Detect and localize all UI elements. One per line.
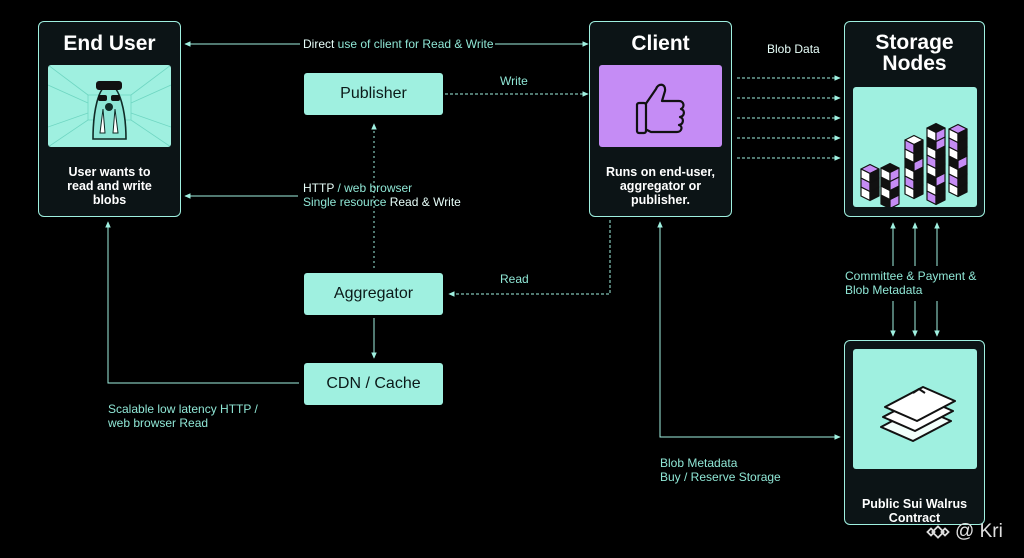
publisher-box: Publisher — [304, 73, 443, 115]
blob-metadata-label-line1: Blob Metadata — [660, 456, 738, 470]
end-user-panel: End User User wants to read and write bl… — [38, 21, 181, 217]
direct-label-strong: Direct — [303, 37, 335, 51]
end-user-caption: User wants to read and write blobs — [67, 165, 152, 207]
cube-stack-icon — [853, 87, 977, 210]
connector-blob-metadata — [657, 221, 841, 440]
blob-metadata-label-line2: Buy / Reserve Storage — [660, 470, 781, 484]
cdn-cache-box: CDN / Cache — [304, 363, 443, 405]
direct-label-rest: use of client for Read & Write — [334, 37, 494, 51]
storage-title-line2: Nodes — [882, 52, 947, 75]
scalable-label-line2: web browser Read — [108, 416, 209, 430]
scalable-label: Scalable low latency HTTP / web browser … — [108, 402, 258, 430]
client-caption: Runs on end-user, aggregator or publishe… — [605, 165, 716, 207]
client-title: Client — [631, 32, 690, 55]
committee-label-line2: Blob Metadata — [845, 283, 923, 297]
direct-label: Direct use of client for Read & Write — [303, 37, 494, 51]
storage-title: Storage Nodes — [845, 32, 984, 74]
connector-read — [448, 220, 611, 297]
blob-data-label: Blob Data — [767, 42, 820, 56]
binance-logo-icon — [926, 525, 950, 539]
committee-label: Committee & Payment & Blob Metadata — [845, 269, 976, 297]
contract-caption-line1: Public Sui Walrus — [861, 497, 968, 511]
end-user-title: End User — [63, 32, 156, 55]
read-write-label: Read & Write — [389, 195, 461, 209]
http-label: HTTP / web browser Single resource Read … — [303, 181, 461, 209]
client-panel: Client Runs on end-user, aggregator or p… — [589, 21, 732, 217]
http-label-rest: / web browser — [334, 181, 413, 195]
contract-caption: Public Sui Walrus Contract — [845, 497, 984, 525]
watermark: @ Kri — [926, 519, 1003, 545]
scalable-label-line1: Scalable low latency HTTP / — [108, 402, 258, 416]
contract-panel: Public Sui Walrus Contract — [844, 340, 985, 525]
watermark-text: @ Kri — [955, 521, 1003, 542]
contract-caption-line2: Contract — [888, 511, 941, 525]
storage-nodes-panel: Storage Nodes — [844, 21, 985, 217]
thumbs-up-icon — [599, 65, 722, 147]
blob-metadata-label: Blob Metadata Buy / Reserve Storage — [660, 456, 781, 484]
connector-scalable — [105, 221, 299, 384]
aggregator-box: Aggregator — [304, 273, 443, 315]
walrus-icon — [48, 65, 171, 147]
storage-title-line1: Storage — [875, 31, 954, 54]
committee-label-line1: Committee & Payment & — [845, 269, 977, 283]
read-label: Read — [500, 272, 529, 286]
single-resource-label: Single resource — [303, 195, 390, 209]
http-label-strong: HTTP — [303, 181, 335, 195]
sheets-icon — [853, 349, 977, 469]
write-label: Write — [500, 74, 528, 88]
